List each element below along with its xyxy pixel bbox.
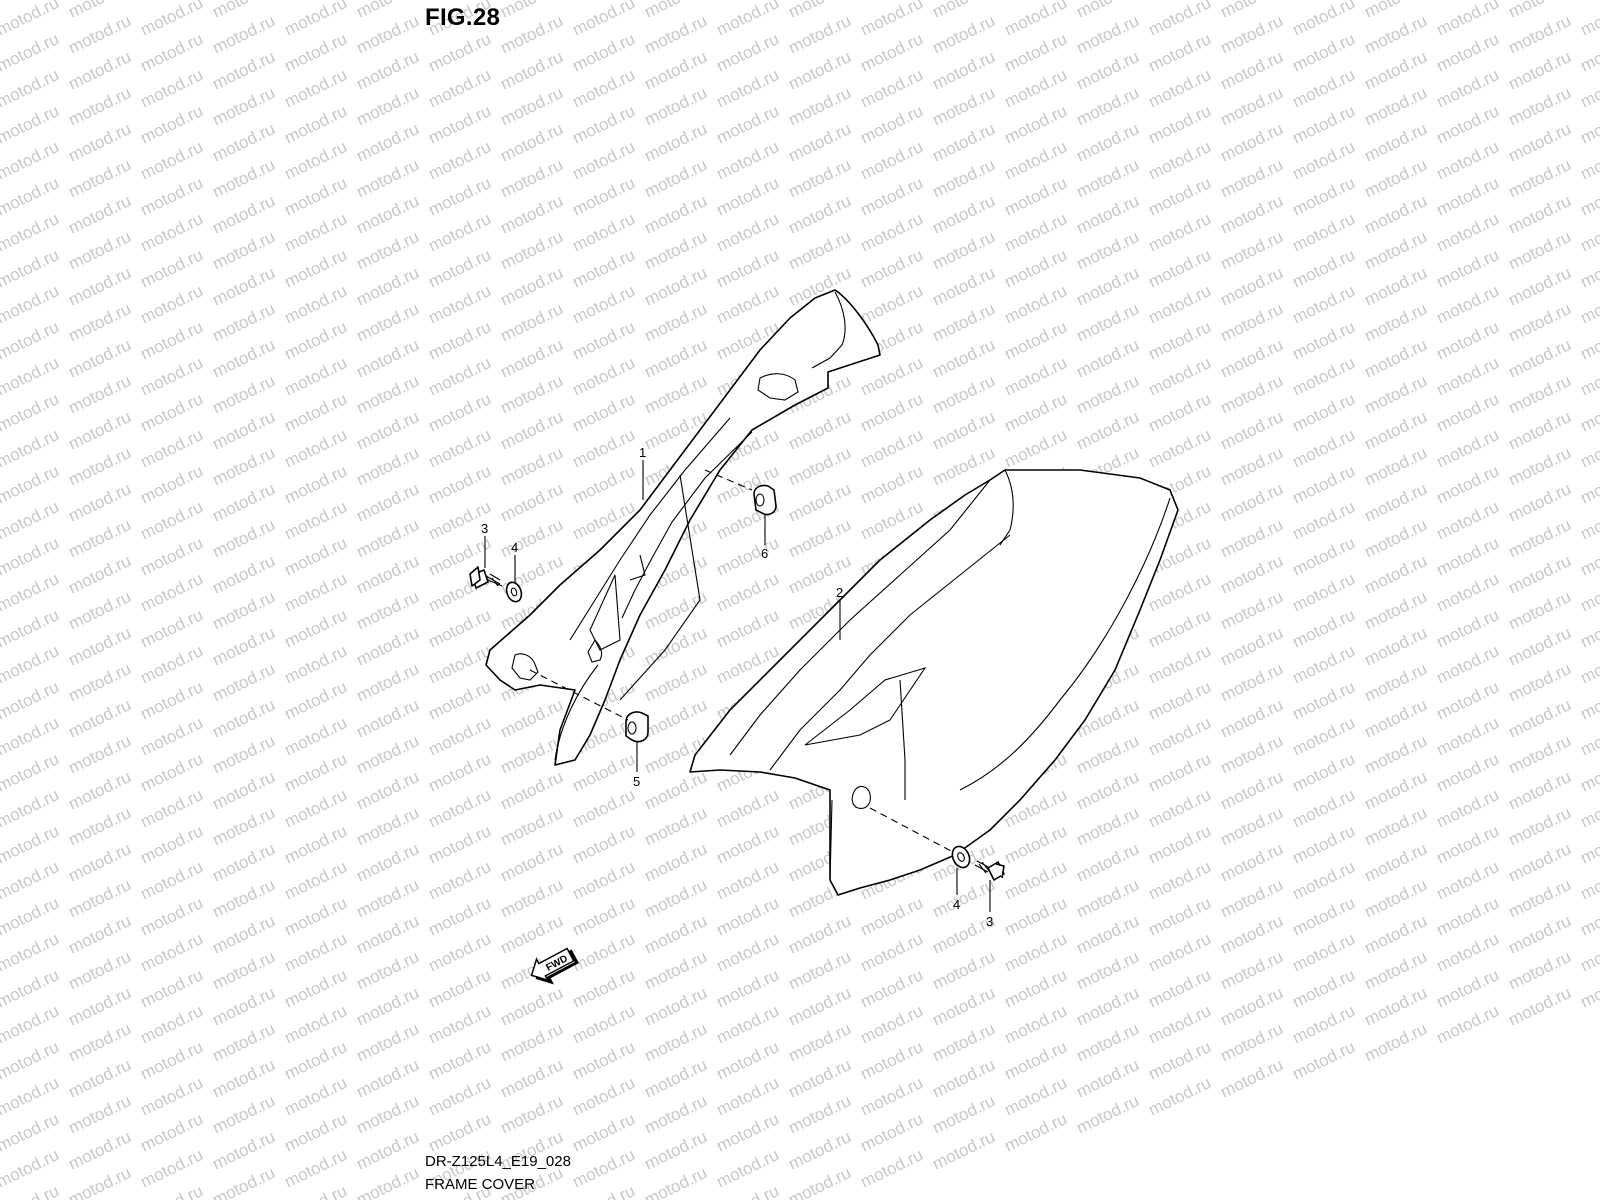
cushion-lower	[625, 711, 649, 743]
watermark-text: motod.ru	[1577, 0, 1600, 4]
callout-4-left: 4	[511, 540, 518, 555]
callout-1: 1	[639, 445, 646, 460]
frame-cover-right	[689, 469, 1179, 896]
bolt-right	[974, 860, 1005, 881]
callout-6: 6	[761, 546, 768, 561]
forward-arrow-icon: FWD	[530, 947, 579, 985]
fwd-label: FWD	[544, 953, 569, 973]
callout-5: 5	[633, 774, 640, 789]
figure-caption: FRAME COVER	[425, 1176, 536, 1193]
model-code-label: DR-Z125L4_E19_028	[425, 1153, 571, 1170]
callout-2: 2	[836, 585, 843, 600]
washer-left	[505, 581, 523, 603]
callout-3-right: 3	[986, 914, 993, 929]
cushion-upper	[753, 484, 777, 516]
figure-title: FIG.28	[425, 4, 501, 31]
bolt-left	[469, 566, 503, 589]
callout-3-left: 3	[481, 521, 488, 536]
callout-4-right: 4	[953, 897, 960, 912]
